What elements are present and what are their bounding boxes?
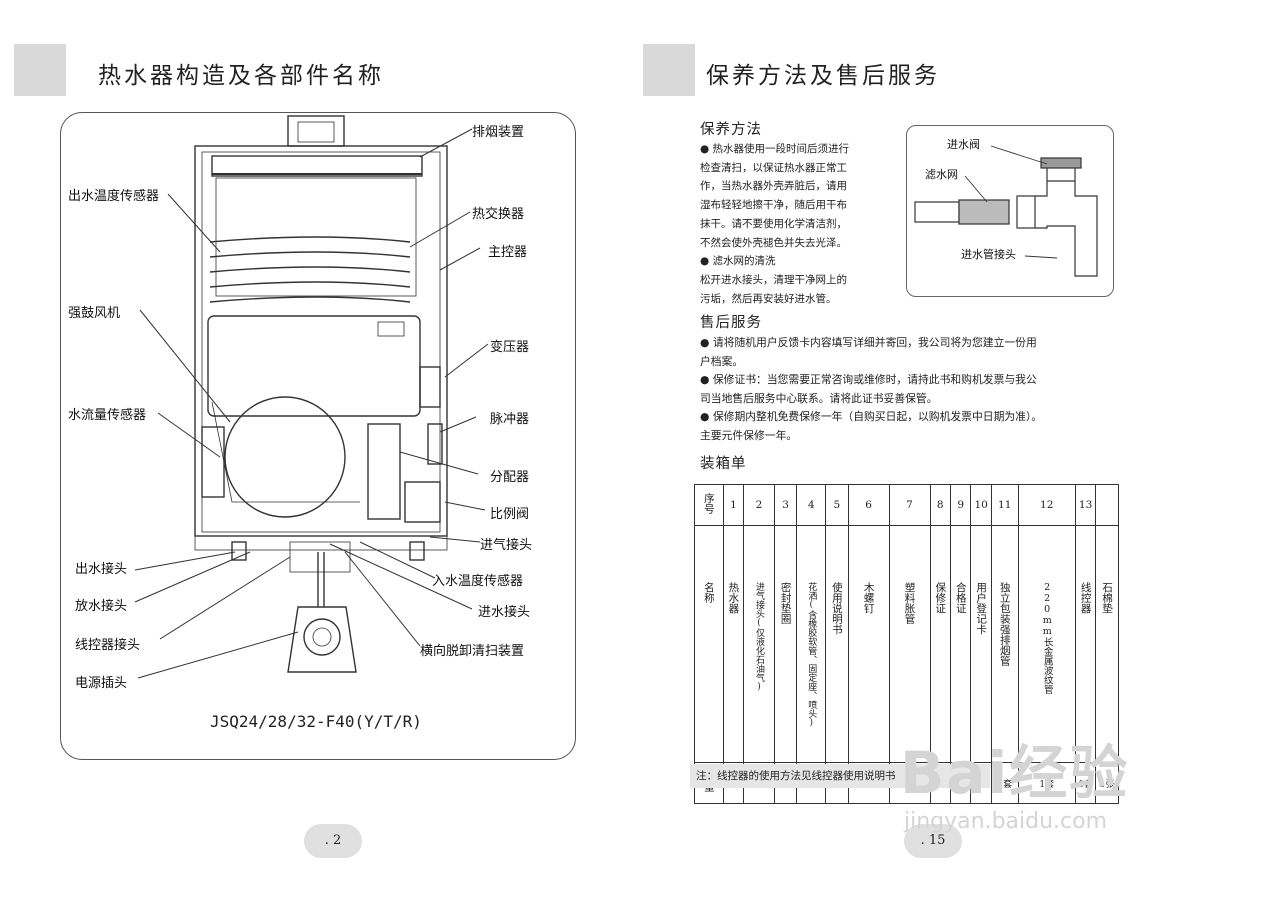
packing-heading: 装箱单 [700,456,747,472]
maintenance-line: ● 热水器使用一段时间后须进行 [700,143,849,155]
table-cell: 7 [888,484,931,526]
maintenance-line: 污垢，然后再安装好进水管。 [700,292,837,305]
service-line: 主要元件保修一年。 [700,428,798,442]
table-cell: 保修证 [929,525,951,763]
table-cell: 1张 [1095,762,1119,804]
label-inlet-temp-sensor: 入水温度传感器 [432,574,524,589]
table-cell: 9 [949,484,972,526]
diagram-frame [60,112,576,760]
table-cell: 木螺钉 [847,525,890,763]
label-proportional-valve: 比例阀 [490,507,530,522]
filter-diagram-box: 进水阀 滤水网 进水管接头 [906,125,1114,297]
service-line: 司当地售后服务中心联系。请将此证书妥善保管。 [700,391,938,405]
table-cell: 热水器 [722,525,745,763]
label-cleaning-device: 横向脱卸清扫装置 [420,644,525,659]
table-cell: 13 [1074,484,1097,526]
model-number: JSQ24/28/32-F40(Y/T/R) [210,712,422,731]
service-heading: 售后服务 [700,315,762,331]
service-line: ● 保修证书：当您需要正常咨询或维修时，请持此书和购机发票与我公 [700,373,1037,386]
service-line: ● 请将随机用户反馈卡内容填写详细并寄回，我公司将为您建立一份用 [700,336,1037,349]
table-header-cell: 名称 [694,525,724,763]
table-cell: 6 [847,484,890,526]
label-water-outlet: 出水接头 [75,562,128,577]
table-cell: 独立包装强排烟管 [990,525,1019,763]
label-flue-device: 排烟装置 [472,125,525,140]
packing-table: 序号 1 2 3 4 5 6 7 8 9 10 11 12 13 名称 热水器 … [694,484,1119,804]
label-pulse-igniter: 脉冲器 [490,412,530,427]
table-cell [1095,484,1119,526]
table-cell: 石棉垫 [1095,525,1119,763]
maintenance-text: ● 热水器使用一段时间后须进行 检查清扫，以保证热水器正常工 作，当热水器外壳弄… [700,140,849,308]
label-main-controller: 主控器 [488,245,528,260]
table-cell: 4 [796,484,827,526]
maintenance-line: ● 滤水网的清洗 [700,255,776,268]
table-cell: 使用说明书 [825,525,849,763]
table-cell: 用户登记卡 [970,525,992,763]
table-cell: 合格证 [949,525,972,763]
table-cell: 5 [825,484,849,526]
label-filter-mesh: 滤水网 [925,168,958,181]
label-power-plug: 电源插头 [75,676,128,691]
label-blower-fan: 强鼓风机 [68,306,121,321]
label-transformer: 变压器 [490,340,530,355]
maintenance-line: 检查清扫，以保证热水器正常工 [700,161,847,174]
label-inlet-valve: 进水阀 [947,138,980,151]
maintenance-line: 作，当热水器外壳弄脏后，请用 [700,180,847,193]
service-text: ● 请将随机用户反馈卡内容填写详细并寄回，我公司将为您建立一份用 户档案。 ● … [700,334,1042,445]
label-remote-joint: 线控器接头 [75,638,141,653]
page-number-left: . 2 [304,824,362,858]
maintenance-line: 湿布轻轻地擦干净，随后用干布 [700,199,847,212]
label-water-inlet: 进水接头 [478,605,531,620]
table-cell: 1套 [1074,762,1097,804]
table-cell: 12 [1017,484,1076,526]
maintenance-line: 抹干。请不要使用化学清洁剂， [700,217,847,230]
table-cell: 进气接头(仅液化石油气) [743,525,775,763]
title-decor-block-left [14,44,66,96]
label-gas-inlet: 进气接头 [480,538,533,553]
table-cell: 线控器 [1074,525,1097,763]
remote-note: 注：线控器的使用方法见线控器使用说明书 [690,764,990,788]
table-cell: 10 [970,484,992,526]
label-drain-joint: 放水接头 [75,599,128,614]
table-row: 名称 热水器 进气接头(仅液化石油气) 密封垫圈 花洒(含橡胶软管、固定座、喷头… [694,525,1119,763]
table-cell: 2 [743,484,775,526]
table-cell: 8 [929,484,951,526]
label-inlet-pipe-joint: 进水管接头 [961,248,1016,261]
watermark-logo: Bai经验 jingyan.baidu.com [900,738,1129,836]
table-header-cell: 序号 [694,484,724,526]
service-line: ● 保修期内整机免费保修一年（自购买日起，以购机发票中日期为准）。 [700,410,1043,423]
table-cell: 塑料胀管 [888,525,931,763]
water-heater-diagram [134,115,489,679]
table-cell: 1 [722,484,745,526]
filter-diagram [914,145,1098,277]
label-heat-exchanger: 热交换器 [472,207,525,222]
table-cell: 花洒(含橡胶软管、固定座、喷头) [796,525,827,763]
maintenance-line: 松开进水接头，清理干净网上的 [700,273,847,286]
table-cell: 3 [773,484,798,526]
label-distributor: 分配器 [490,470,530,485]
label-outlet-temp-sensor: 出水温度传感器 [68,189,160,204]
table-cell: 密封垫圈 [773,525,798,763]
table-cell: 11 [990,484,1019,526]
label-flow-sensor: 水流量传感器 [68,408,147,423]
page-number-right: . 15 [904,824,962,858]
maintenance-heading: 保养方法 [700,122,762,138]
table-cell: 220mm长金属波纹管 [1017,525,1076,763]
watermark-url: jingyan.baidu.com [904,809,1108,834]
table-row: 序号 1 2 3 4 5 6 7 8 9 10 11 12 13 [694,484,1119,526]
service-line: 户档案。 [700,354,744,368]
title-decor-block-right [643,44,695,96]
maintenance-line: 不然会使外壳褪色并失去光泽。 [700,236,847,249]
page-title-left: 热水器构造及各部件名称 [98,63,384,89]
watermark-brand: Bai经验 [900,739,1130,807]
page-title-right: 保养方法及售后服务 [706,63,940,89]
